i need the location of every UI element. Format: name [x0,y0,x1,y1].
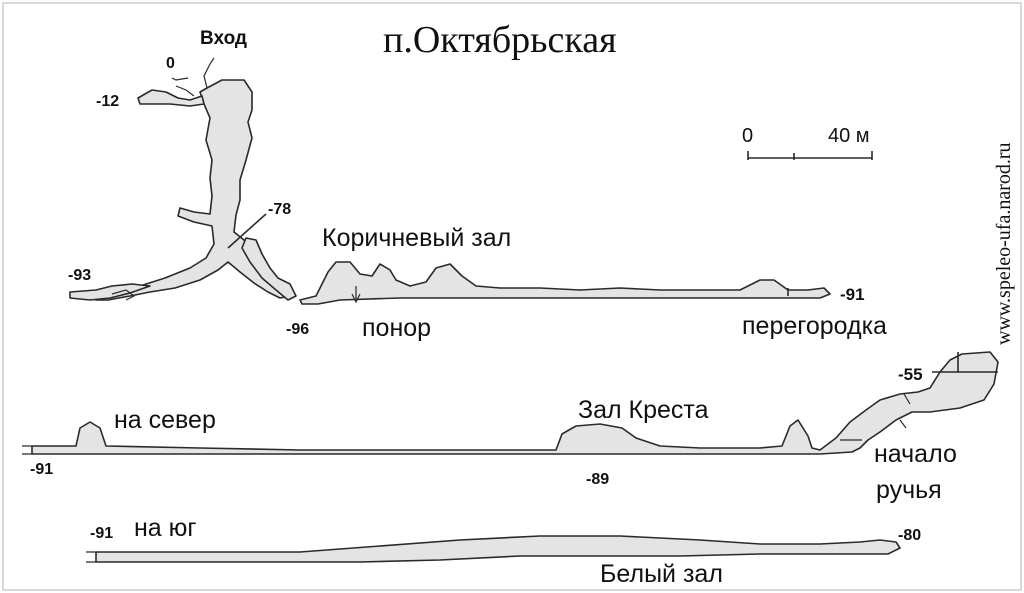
cave-section-main [69,57,831,305]
label-depth-minus55: -55 [898,365,923,384]
labels: Вход 0 -12 -78 -93 -96 -91 Коричневый за… [30,28,957,588]
diagram-title: п.Октябрьская [383,19,617,61]
label-ponor: понор [362,314,431,342]
label-white-hall: Белый зал [600,560,723,588]
label-cross-hall: Зал Креста [578,396,709,424]
white-hall-passage [95,535,901,563]
south-end-mark [86,551,96,563]
zero-mark [171,77,189,81]
scale-bar-line [747,151,873,160]
label-depth-minus78: -78 [268,201,291,218]
label-entrance: Вход [200,28,247,49]
side-loop [241,237,297,301]
entrance-mark [203,57,215,89]
label-depth-minus12: -12 [96,93,119,110]
gallery-knot [111,289,136,301]
label-north: на север [114,406,216,434]
label-depth-0: 0 [166,55,175,72]
gallery-minus93 [69,283,151,301]
upper-left-branch [137,89,205,107]
leader-minus78 [227,213,267,249]
label-depth-minus89: -89 [586,471,609,488]
north-end-mark [22,445,32,455]
brown-hall-passage [299,261,831,305]
label-stream-start-line2: ручья [876,476,942,504]
passage-detail [899,393,911,429]
scale-bar: 0 40 м [742,125,873,160]
label-stream-start-line1: начало [874,440,957,468]
scale-start-label: 0 [742,125,753,147]
label-depth-minus93: -93 [68,267,91,284]
ponor-arrow [351,286,361,304]
label-partition: перегородка [742,312,887,340]
upper-branch-stub [175,85,195,97]
label-depth-minus80: -80 [898,527,921,544]
label-depth-minus91-bot: -91 [90,525,113,542]
label-south: на юг [134,514,197,542]
cross-hall-passage [31,351,999,455]
cave-section-middle [22,351,999,455]
site-watermark: www.speleo-ufa.narod.ru [993,142,1015,345]
label-depth-minus91-mid: -91 [30,461,53,478]
scale-end-label: 40 м [828,125,870,147]
cave-section-lower [86,535,901,563]
label-depth-minus96: -96 [286,321,309,338]
label-brown-hall: Коричневый зал [322,224,511,252]
entrance-shaft [95,79,291,301]
label-depth-minus91-top: -91 [840,285,865,304]
